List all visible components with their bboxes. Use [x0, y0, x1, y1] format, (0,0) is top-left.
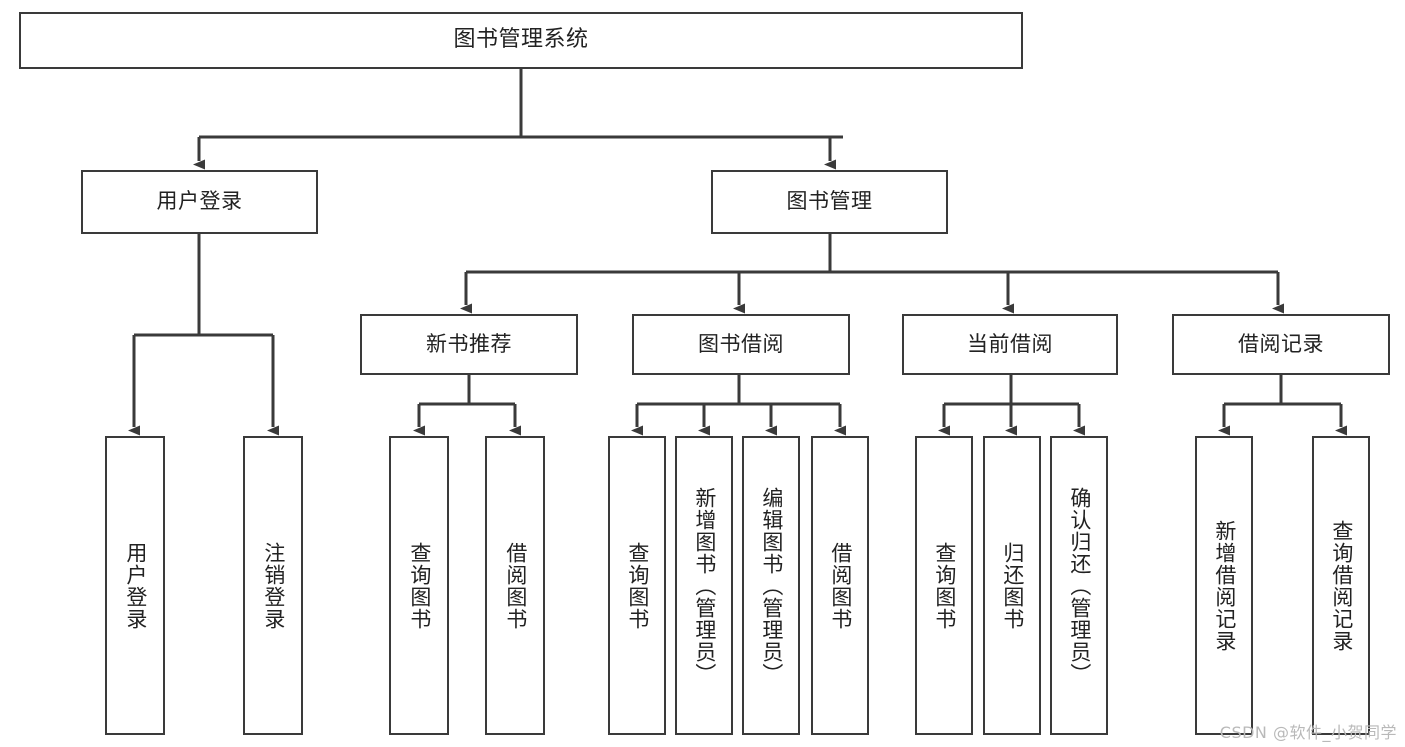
node-borrow-book-2[interactable]: 借阅图书	[811, 436, 869, 735]
node-query-book-2-label: 查询图书	[625, 541, 650, 630]
node-borrow-book-1-label: 借阅图书	[503, 541, 528, 630]
node-current-borrow-label: 当前借阅	[967, 331, 1053, 356]
node-return-book[interactable]: 归还图书	[983, 436, 1041, 735]
node-return-book-label: 归还图书	[1000, 541, 1025, 630]
watermark: CSDN @软件_小贺同学	[1219, 723, 1397, 742]
node-new-book-recommend[interactable]: 新书推荐	[360, 314, 578, 375]
node-user-login-label: 用户登录	[156, 189, 243, 214]
node-user-logout[interactable]: 注销登录	[243, 436, 303, 735]
node-borrow-record[interactable]: 借阅记录	[1172, 314, 1390, 375]
node-root[interactable]: 图书管理系统	[19, 12, 1023, 69]
node-add-book-admin[interactable]: 新增图书（管理员）	[675, 436, 733, 735]
node-user-login-do[interactable]: 用户登录	[105, 436, 165, 735]
node-new-book-recommend-label: 新书推荐	[426, 331, 512, 356]
node-query-book-1[interactable]: 查询图书	[389, 436, 449, 735]
node-user-login-do-label: 用户登录	[123, 541, 148, 630]
node-add-book-admin-label: 新增图书（管理员）	[692, 486, 717, 685]
node-query-book-3[interactable]: 查询图书	[915, 436, 973, 735]
node-add-borrow-record[interactable]: 新增借阅记录	[1195, 436, 1253, 735]
node-user-logout-label: 注销登录	[261, 541, 286, 630]
node-book-manage-label: 图书管理	[786, 189, 873, 214]
node-confirm-return-admin[interactable]: 确认归还（管理员）	[1050, 436, 1108, 735]
node-query-book-3-label: 查询图书	[932, 541, 957, 630]
node-query-book-2[interactable]: 查询图书	[608, 436, 666, 735]
node-borrow-book-1[interactable]: 借阅图书	[485, 436, 545, 735]
node-borrow-book-2-label: 借阅图书	[828, 541, 853, 630]
node-edit-book-admin[interactable]: 编辑图书（管理员）	[742, 436, 800, 735]
node-current-borrow[interactable]: 当前借阅	[902, 314, 1118, 375]
node-book-manage[interactable]: 图书管理	[711, 170, 948, 234]
node-query-borrow-record[interactable]: 查询借阅记录	[1312, 436, 1370, 735]
node-query-book-1-label: 查询图书	[407, 541, 432, 630]
node-confirm-return-admin-label: 确认归还（管理员）	[1067, 486, 1092, 685]
node-query-borrow-record-label: 查询借阅记录	[1329, 519, 1354, 652]
node-borrow-record-label: 借阅记录	[1238, 331, 1324, 356]
node-book-borrow-label: 图书借阅	[698, 331, 784, 356]
node-root-label: 图书管理系统	[453, 27, 589, 53]
node-edit-book-admin-label: 编辑图书（管理员）	[759, 486, 784, 685]
node-add-borrow-record-label: 新增借阅记录	[1212, 519, 1237, 652]
node-user-login[interactable]: 用户登录	[81, 170, 318, 234]
node-book-borrow[interactable]: 图书借阅	[632, 314, 850, 375]
